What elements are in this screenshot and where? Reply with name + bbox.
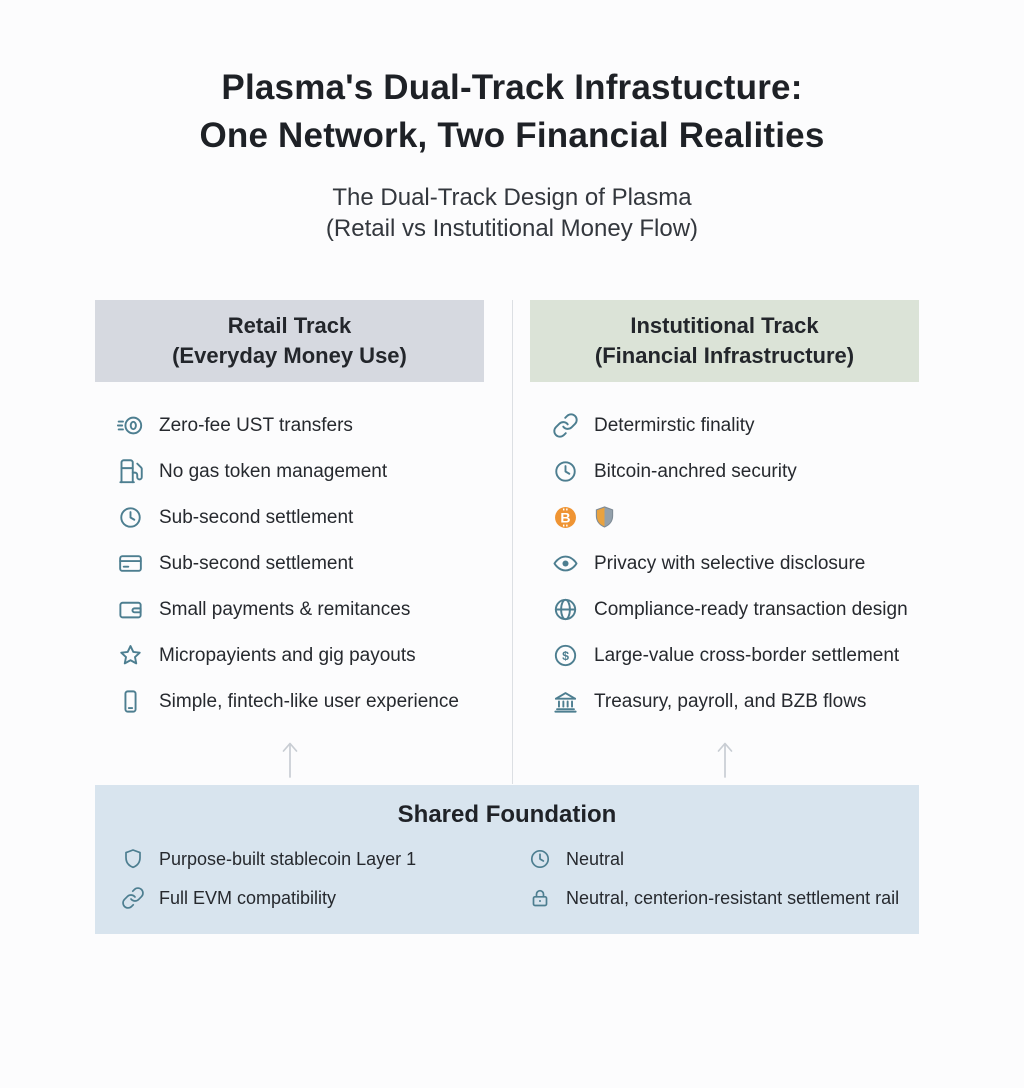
bitcoin-coin-icon: B [552,504,579,531]
clock-icon [552,458,579,485]
shared-foundation-grid: Purpose-built stablecoin Layer 1 Full EV… [95,847,919,910]
retail-items-list: Zero-fee UST transfers No gas token mana… [95,412,484,715]
title-line2: One Network, Two Financial Realities [199,116,825,155]
institutional-arrow-slot [530,737,919,781]
institutional-item: Treasury, payroll, and BZB flows [552,688,919,715]
dollar-circle-icon: $ [552,642,579,669]
shield-badge-icon [591,504,618,531]
subtitle-line1: The Dual-Track Design of Plasma [332,184,692,211]
retail-item: Small payments & remitances [117,596,484,623]
smartphone-icon [117,688,144,715]
institutional-item: Determirstic finality [552,412,919,439]
item-label: No gas token management [159,460,388,482]
page-subtitle: The Dual-Track Design of Plasma (Retail … [0,182,1024,244]
institutional-item: Bitcoin-anchred security [552,458,919,485]
retail-track-column: Retail Track (Everyday Money Use) Zero-f… [95,300,484,715]
retail-arrow-slot [95,737,484,781]
credit-card-icon [117,550,144,577]
shared-foundation-section: Shared Foundation Purpose-built stableco… [95,785,919,934]
retail-item: Sub-second settlement [117,550,484,577]
foundation-item: Purpose-built stablecoin Layer 1 [121,847,512,871]
item-label: Small payments & remitances [159,598,411,620]
eye-icon [552,550,579,577]
retail-item: Simple, fintech-like user experience [117,688,484,715]
subtitle-line2: (Retail vs Instutitional Money Flow) [325,215,699,242]
institutional-track-column: Instutitional Track (Financial Infrastru… [530,300,919,715]
lock-icon [528,886,552,910]
retail-header-line2: (Everyday Money Use) [172,343,407,368]
bank-icon [552,688,579,715]
icon-pair: B [552,504,618,531]
item-label: Simple, fintech-like user experience [159,690,459,712]
shared-foundation-title: Shared Foundation [397,801,617,828]
tracks-section: Retail Track (Everyday Money Use) Zero-f… [0,300,1024,784]
flow-arrows [0,737,1024,781]
up-arrow-icon [279,737,301,781]
foundation-right-column: Neutral Neutral, centerion-resistant set… [512,847,919,910]
wallet-icon [117,596,144,623]
institutional-header-line1: Instutitional Track [630,313,819,338]
gas-pump-icon [117,458,144,485]
foundation-item: Full EVM compatibility [121,886,512,910]
item-label: Neutral [566,848,625,869]
item-label: Sub-second settlement [159,552,354,574]
retail-header-line1: Retail Track [227,313,352,338]
retail-item: Zero-fee UST transfers [117,412,484,439]
item-label: Micropayients and gig payouts [159,644,416,666]
item-label: Purpose-built stablecoin Layer 1 [159,848,417,869]
item-label: Full EVM compatibility [159,887,337,908]
retail-track-header: Retail Track (Everyday Money Use) [95,300,484,382]
infographic-canvas: Plasma's Dual-Track Infrastucture: One N… [0,64,1024,1088]
zero-fee-coin-icon [117,412,144,439]
chain-link-icon [121,886,145,910]
item-label: Sub-second settlement [159,506,354,528]
foundation-left-column: Purpose-built stablecoin Layer 1 Full EV… [95,847,512,910]
svg-text:B: B [560,509,570,525]
retail-item: No gas token management [117,458,484,485]
item-label: Large-value cross-border settlement [594,644,900,666]
institutional-track-header: Instutitional Track (Financial Infrastru… [530,300,919,382]
clock-icon [117,504,144,531]
item-label: Compliance-ready transaction design [594,598,908,620]
item-label: Bitcoin-anchred security [594,460,797,482]
foundation-item: Neutral, centerion-resistant settlement … [528,886,919,910]
item-label: Privacy with selective disclosure [594,552,866,574]
chain-link-icon [552,412,579,439]
shield-icon [121,847,145,871]
institutional-header-line2: (Financial Infrastructure) [594,343,855,368]
column-divider [512,300,513,784]
title-line1: Plasma's Dual-Track Infrastucture: [221,68,803,107]
globe-icon [552,596,579,623]
item-label: Neutral, centerion-resistant settlement … [566,887,900,908]
institutional-items-list: Determirstic finality Bitcoin-anchred se… [530,412,919,715]
institutional-item: Compliance-ready transaction design [552,596,919,623]
foundation-item: Neutral [528,847,919,871]
star-icon [117,642,144,669]
svg-text:$: $ [562,649,569,663]
institutional-item: B [552,504,919,531]
item-label: Treasury, payroll, and BZB flows [594,690,867,712]
institutional-item: $ Large-value cross-border settlement [552,642,919,669]
retail-item: Micropayients and gig payouts [117,642,484,669]
institutional-item: Privacy with selective disclosure [552,550,919,577]
clock-icon [528,847,552,871]
up-arrow-icon [714,737,736,781]
page-title: Plasma's Dual-Track Infrastucture: One N… [40,64,984,160]
item-label: Zero-fee UST transfers [159,414,353,436]
retail-item: Sub-second settlement [117,504,484,531]
item-label: Determirstic finality [594,414,755,436]
